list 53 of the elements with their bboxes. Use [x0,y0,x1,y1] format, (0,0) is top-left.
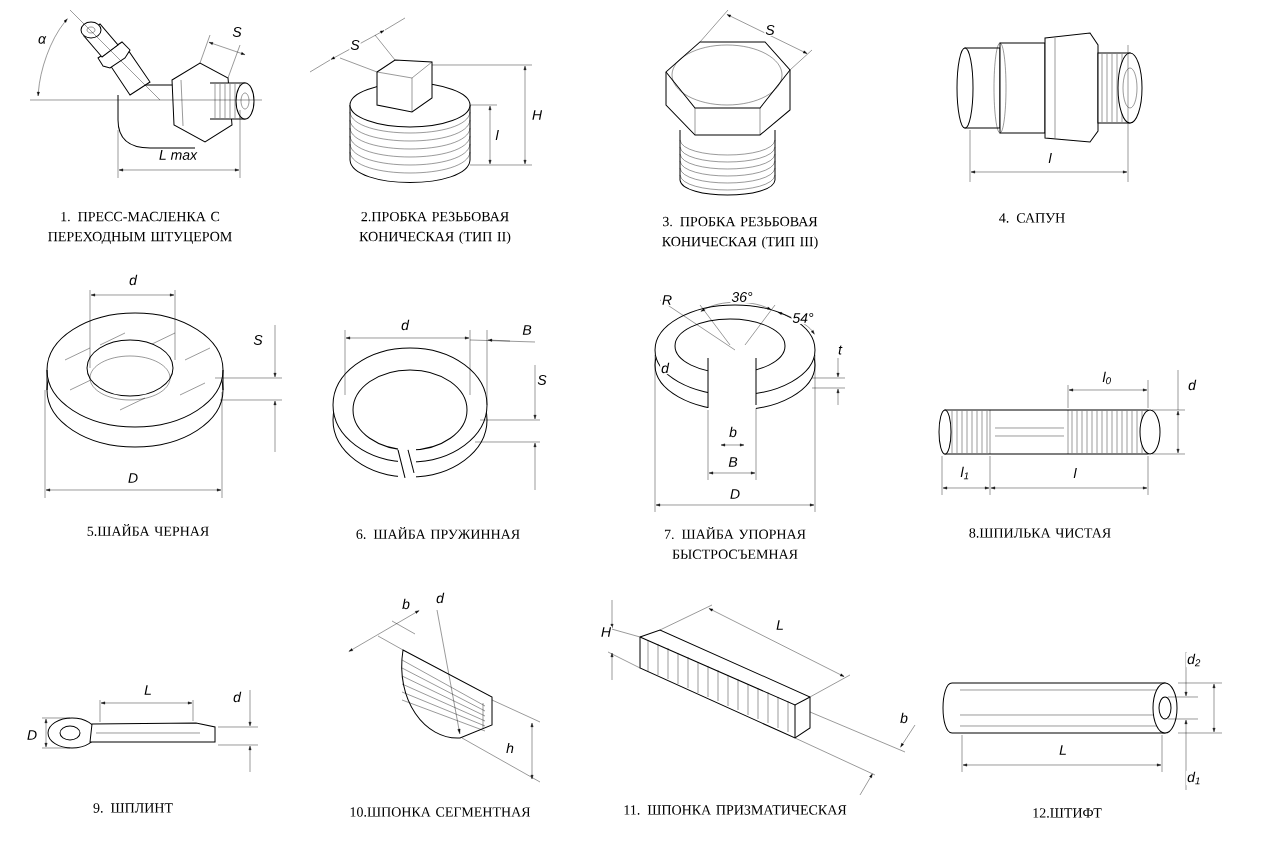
node-label: 10.ШПОНКА СЕГМЕНТНАЯ [350,807,531,817]
breather-drawing [956,32,1143,183]
dimension-label: S [349,39,361,51]
dimension-label: L max [157,149,199,161]
dimension-label: h [505,741,515,755]
dimension-label: B [521,324,533,336]
dimension-label: S [536,374,548,386]
dimension-label: L [1058,744,1068,756]
dimension-label: l$_{1}$ [959,465,971,481]
node-label: 12.ШТИФТ [1033,808,1102,818]
dimension-label: b [899,711,909,725]
node-label: 1. ПРЕСС-МАСЛЕНКА С ПЕРЕХОДНЫМ ШТУЦЕРОМ [48,211,232,245]
dimension-label: l [1047,151,1053,165]
pin-drawing [942,651,1223,791]
dimension-label: H [599,626,613,638]
node-label: 4. САПУН [999,213,1065,223]
dimension-label: S [764,24,776,36]
dimension-label: S [252,334,264,346]
node-label: 9. ШПЛИНТ [93,803,173,813]
node-label: 7. ШАЙБА УПОРНАЯ БЫСТРОСЪЕМНАЯ [664,527,806,559]
dimension-label: L [775,619,785,631]
node-label: 5.ШАЙБА ЧЕРНАЯ [87,523,209,537]
dimension-label: d [660,361,670,375]
dimension-label: 36° [730,291,754,303]
stud-drawing [938,369,1186,496]
dimension-label: t [837,344,843,356]
thread-plug-drawing [309,17,533,183]
dimension-label: H [530,109,544,121]
dimension-label: 54° [791,312,815,324]
node-label: 6. ШАЙБА ПРУЖИННАЯ [356,526,520,540]
node-label: 3. ПРОБКА РЕЗЬБОВАЯ КОНИЧЕСКАЯ (ТИП III) [662,216,818,250]
dimension-label: S [231,26,243,38]
washer-drawing [44,289,283,499]
dimension-label: d [400,318,410,332]
dimension-label: R [660,294,674,306]
dimension-label: d [232,690,242,704]
hex-plug-drawing [665,9,813,196]
dimension-label: L [143,684,153,696]
node-label: 8.ШПИЛЬКА ЧИСТАЯ [969,528,1111,538]
dimension-label: D [126,472,140,484]
dimension-label: d$_{2}$ [1186,652,1202,668]
grease-fitting-drawing [29,9,263,179]
dimension-label: α [37,35,47,45]
dimension-label: l$_{0}$ [1101,370,1113,386]
dimension-label: D [728,488,742,500]
node-label: 11. ШПОНКА ПРИЗМАТИЧЕСКАЯ [624,805,847,815]
node-label: 2.ПРОБКА РЕЗЬБОВАЯ КОНИЧЕСКАЯ (ТИП II) [359,211,511,245]
dimension-label: l [494,128,500,142]
dimension-label: l [1072,466,1078,480]
dimension-label: d$_{1}$ [1186,770,1202,786]
dimension-label: B [727,456,739,468]
dimension-label: b [728,425,738,439]
woodruff-key-drawing [348,609,541,783]
